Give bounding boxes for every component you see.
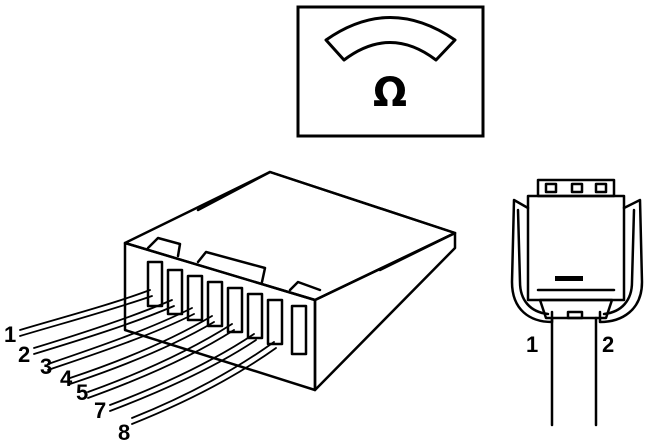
pin-cavities (146, 260, 308, 356)
pin-labels: 1 2 3 4 5 7 8 (4, 322, 130, 445)
ohmmeter-icon: Ω (296, 5, 485, 138)
two-pin-connector: 1 2 (510, 178, 644, 427)
terminal-label-1: 1 (526, 332, 538, 357)
ohm-symbol: Ω (373, 70, 407, 116)
pin-label-2: 2 (18, 342, 30, 367)
pin-label-3: 3 (40, 354, 52, 379)
terminal-label-2: 2 (602, 332, 614, 357)
multi-pin-connector: 1 2 3 4 5 7 8 (4, 170, 457, 445)
pin-label-8: 8 (118, 420, 130, 445)
pin-label-1: 1 (4, 322, 16, 347)
pin-label-7: 7 (94, 398, 106, 423)
wires (19, 289, 277, 425)
pin-label-5: 5 (76, 380, 88, 405)
pin-label-4: 4 (60, 366, 73, 391)
